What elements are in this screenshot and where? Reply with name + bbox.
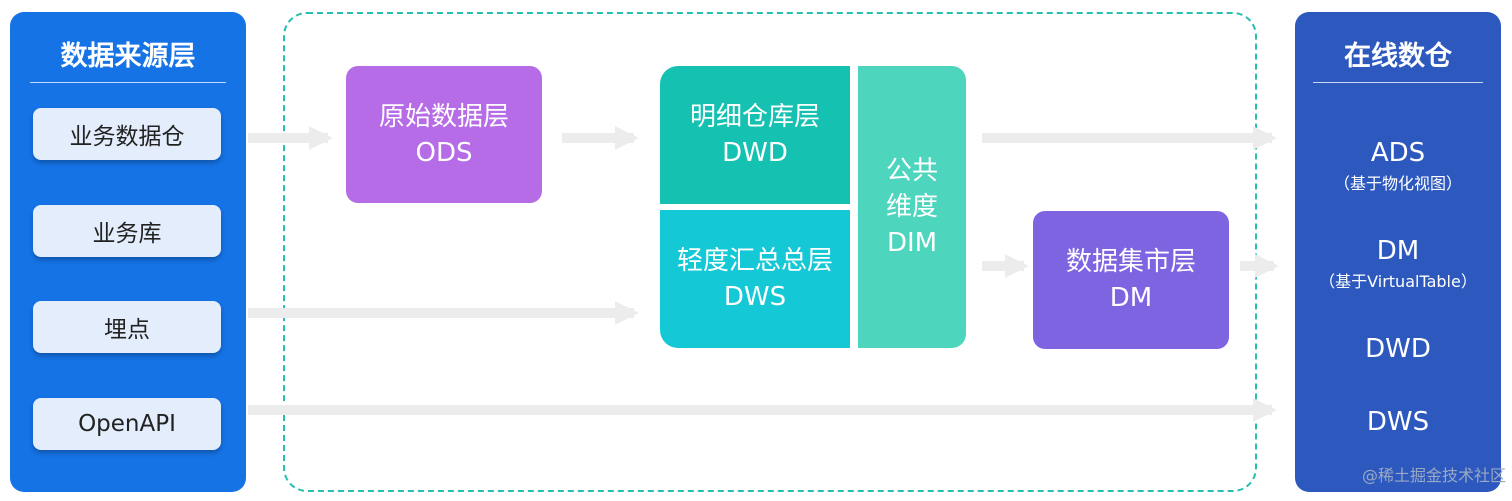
ods-layer-name: 原始数据层 <box>378 101 509 132</box>
output-panel: 在线数仓 ADS （基于物化视图） DM （基于VirtualTable） DW… <box>1295 12 1501 492</box>
dws-layer-code: DWS <box>723 282 787 312</box>
output-item-ads-name: ADS <box>1370 138 1426 168</box>
output-item-ads-note: （基于物化视图） <box>1333 174 1462 193</box>
dim-layer-name-line2: 维度 <box>885 192 938 222</box>
dim-layer-name-line1: 公共 <box>885 156 938 186</box>
dwd-layer-name: 明细仓库层 <box>689 102 820 132</box>
dws-layer-name: 轻度汇总总层 <box>676 246 833 276</box>
output-item-ads: ADS （基于物化视图） <box>1295 138 1501 194</box>
source-panel-divider <box>30 82 226 83</box>
output-item-dwd-name: DWD <box>1365 334 1431 364</box>
dim-layer: 公共 维度 DIM <box>858 66 966 348</box>
output-item-dm: DM （基于VirtualTable） <box>1295 236 1501 292</box>
warehouse-container <box>283 12 1257 492</box>
output-item-dwd: DWD <box>1295 334 1501 364</box>
watermark-text: @稀土掘金技术社区 <box>1361 466 1506 485</box>
output-item-dm-note: （基于VirtualTable） <box>1319 272 1477 291</box>
ods-layer: 原始数据层 ODS <box>346 66 542 203</box>
source-item-tracking: 埋点 <box>33 301 221 353</box>
source-panel-title: 数据来源层 <box>60 41 196 72</box>
dm-layer-code: DM <box>1109 283 1153 313</box>
dwd-layer: 明细仓库层 DWD <box>660 66 850 204</box>
dim-layer-code: DIM <box>886 228 938 258</box>
output-panel-title: 在线数仓 <box>1344 41 1452 72</box>
dm-layer-name: 数据集市层 <box>1065 247 1196 277</box>
dm-layer: 数据集市层 DM <box>1033 211 1229 349</box>
source-item-openapi: OpenAPI <box>33 398 221 450</box>
source-panel: 数据来源层 业务数据仓 业务库 埋点 OpenAPI <box>10 12 246 492</box>
dws-layer: 轻度汇总总层 DWS <box>660 210 850 348</box>
dwd-layer-code: DWD <box>722 138 788 168</box>
output-item-dws-name: DWS <box>1366 407 1430 437</box>
source-item-business-db: 业务库 <box>33 205 221 257</box>
output-item-dm-name: DM <box>1376 236 1420 266</box>
output-panel-divider <box>1313 82 1483 83</box>
output-item-dws: DWS <box>1295 407 1501 437</box>
source-item-business-warehouse: 业务数据仓 <box>33 108 221 160</box>
ods-layer-code: ODS <box>415 137 473 168</box>
